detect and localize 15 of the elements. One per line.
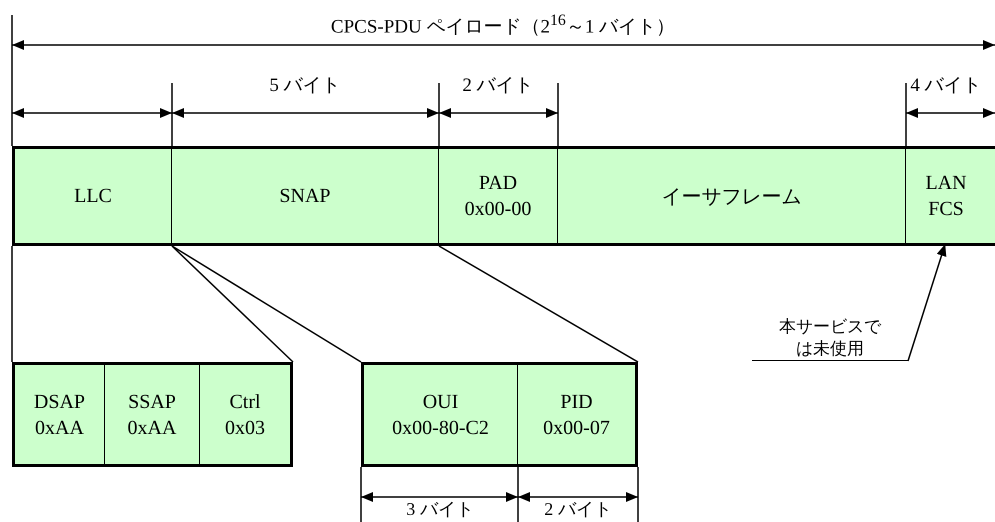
note-text: 本サービスでは未使用 xyxy=(752,316,908,361)
dimension-label: 2 バイト xyxy=(462,75,534,97)
field-group xyxy=(361,362,638,467)
zoom-line xyxy=(11,246,13,362)
dimension-label: 2 バイト xyxy=(544,498,612,520)
dimension-label: CPCS-PDU ペイロード（2$^{16}$～1 バイト） xyxy=(330,11,676,38)
leader-line xyxy=(907,244,946,362)
field-group xyxy=(12,146,995,246)
zoom-line xyxy=(172,245,362,363)
dimension-label: 4 バイト xyxy=(910,75,982,97)
dimension-label: 3 バイト xyxy=(406,498,474,520)
dimension-label: 5 バイト xyxy=(269,75,341,97)
zoom-line xyxy=(171,245,294,363)
field-group xyxy=(12,362,293,467)
zoom-line xyxy=(438,245,638,363)
